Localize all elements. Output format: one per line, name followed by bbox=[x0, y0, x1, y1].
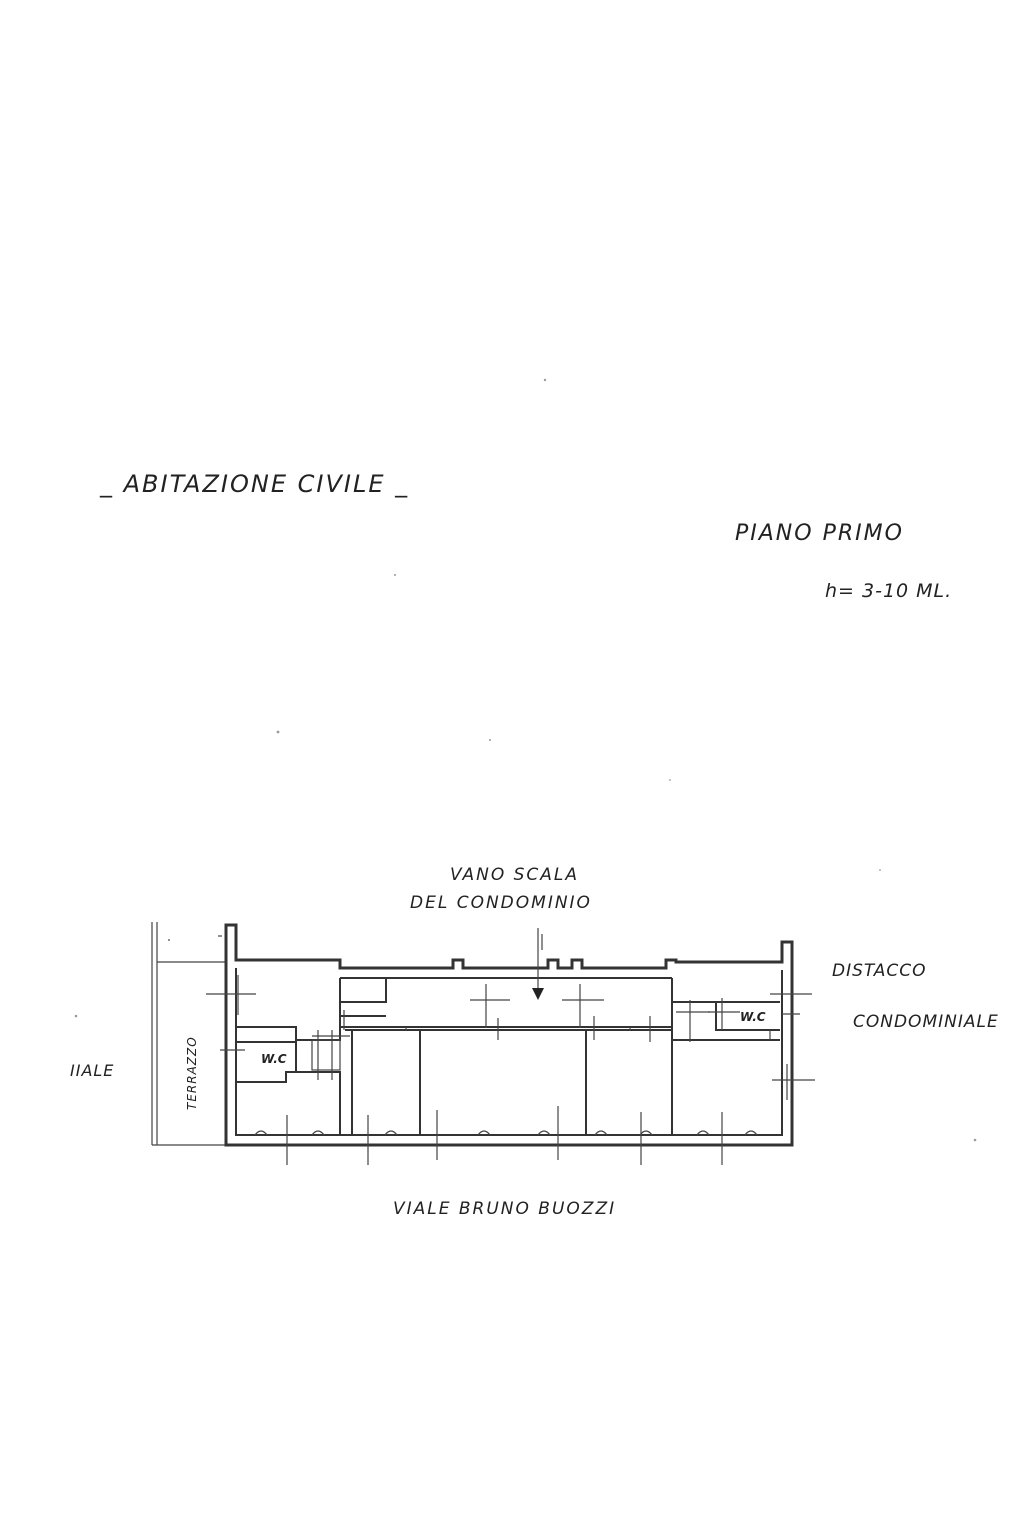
distacco-label: DISTACCO bbox=[832, 961, 926, 981]
left-room-walls bbox=[236, 978, 341, 1135]
door-marks bbox=[206, 975, 815, 1100]
height-label: h= 3-10 ML. bbox=[825, 580, 952, 602]
stair-label-line1: VANO SCALA bbox=[450, 865, 579, 885]
condominiale-label: CONDOMINIALE bbox=[853, 1012, 999, 1032]
floor-plan: TERRAZZO bbox=[151, 922, 815, 1165]
left-street-label: IIALE bbox=[70, 1061, 114, 1080]
stair-entry-arrow bbox=[532, 928, 544, 1000]
terrace-label: TERRAZZO bbox=[185, 1036, 199, 1110]
stair-label-line2: DEL CONDOMINIO bbox=[410, 893, 592, 913]
wc-right-label: W.C bbox=[740, 1010, 766, 1024]
bottom-window-notches bbox=[254, 1130, 758, 1136]
terrace bbox=[151, 922, 226, 1146]
drawing-title: _ ABITAZIONE CIVILE _ bbox=[99, 470, 409, 498]
floor-label: PIANO PRIMO bbox=[735, 521, 904, 546]
scan-noise bbox=[74, 378, 977, 1142]
wc-left-label: W.C bbox=[261, 1052, 287, 1066]
street-label: VIALE BRUNO BUOZZI bbox=[393, 1199, 616, 1219]
window-section-marks bbox=[286, 1106, 723, 1165]
closet-walls bbox=[340, 977, 387, 1017]
outer-wall bbox=[224, 923, 794, 1147]
